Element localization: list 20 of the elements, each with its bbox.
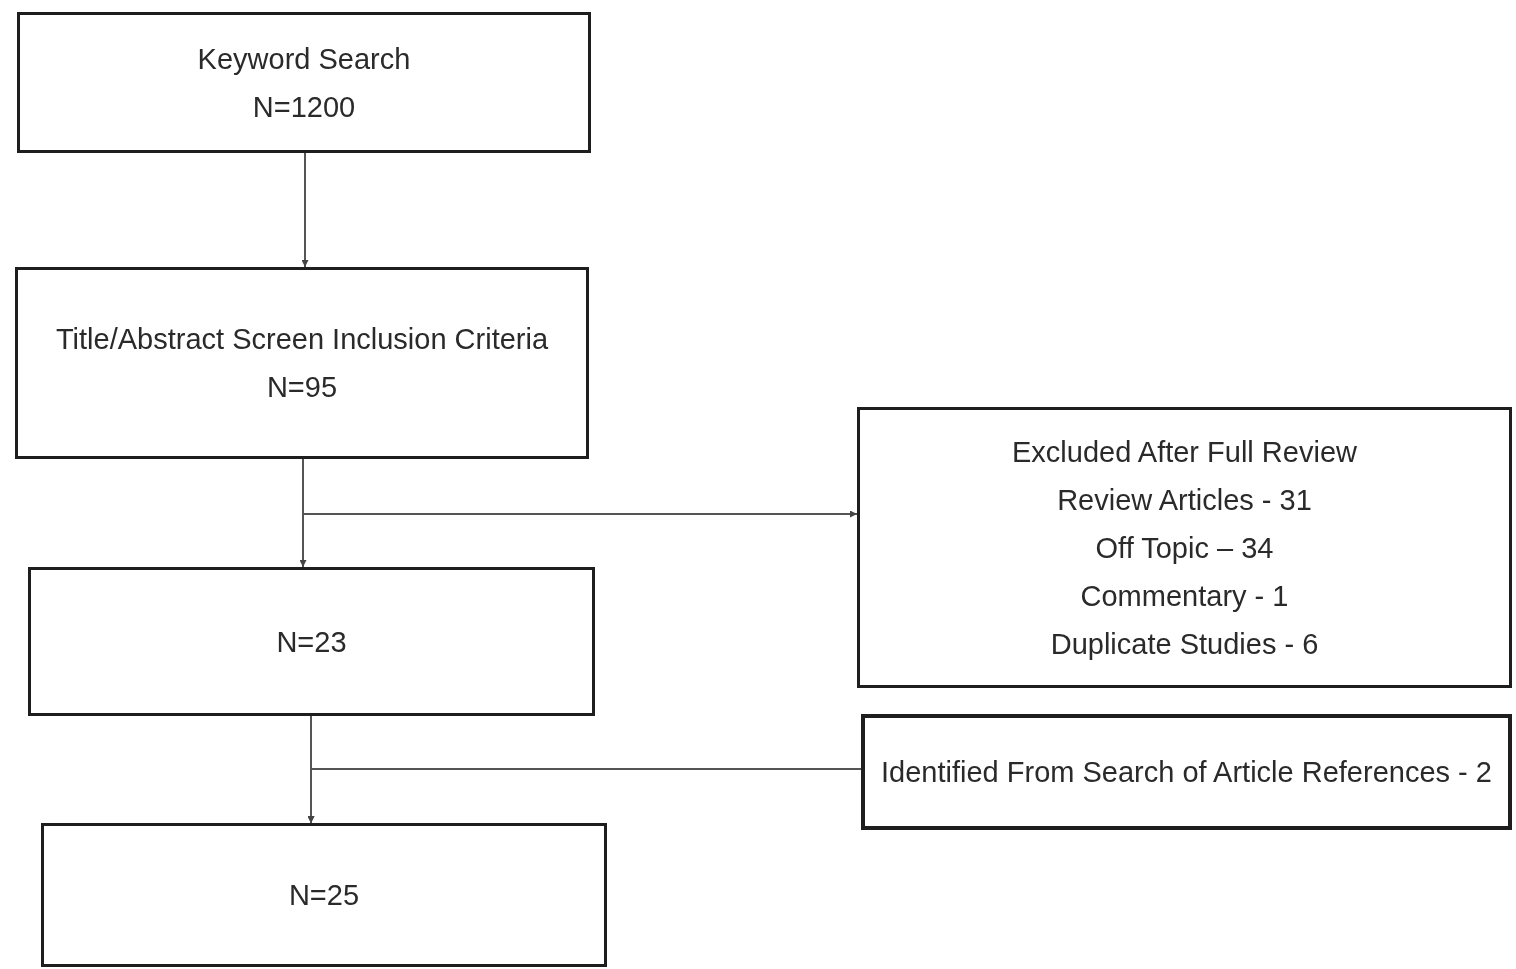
box-text: Title/Abstract Screen Inclusion Criteria [55,322,549,357]
process-box [28,567,595,716]
box-text: N=25 [288,878,360,913]
arrow [301,152,309,268]
box-text: N=95 [266,370,338,405]
process-box [15,267,589,459]
process-box [861,714,1512,830]
arrow [307,768,862,824]
box-text: N=23 [276,624,347,660]
box-text: Review Articles - 31 [1057,482,1312,518]
box-text: Duplicate Studies - 6 [1050,626,1319,662]
box-text: Commentary - 1 [1080,578,1289,614]
box-text: Identified From Search of Article References - 2 [881,755,1492,790]
process-box [41,823,607,967]
box-text: Off Topic – 34 [1095,530,1274,566]
box-text: Excluded After Full Review [1012,434,1357,470]
box-text: N=1200 [252,89,356,125]
box-text: Keyword Search [197,41,411,77]
process-box [17,12,591,153]
process-box [857,407,1512,688]
